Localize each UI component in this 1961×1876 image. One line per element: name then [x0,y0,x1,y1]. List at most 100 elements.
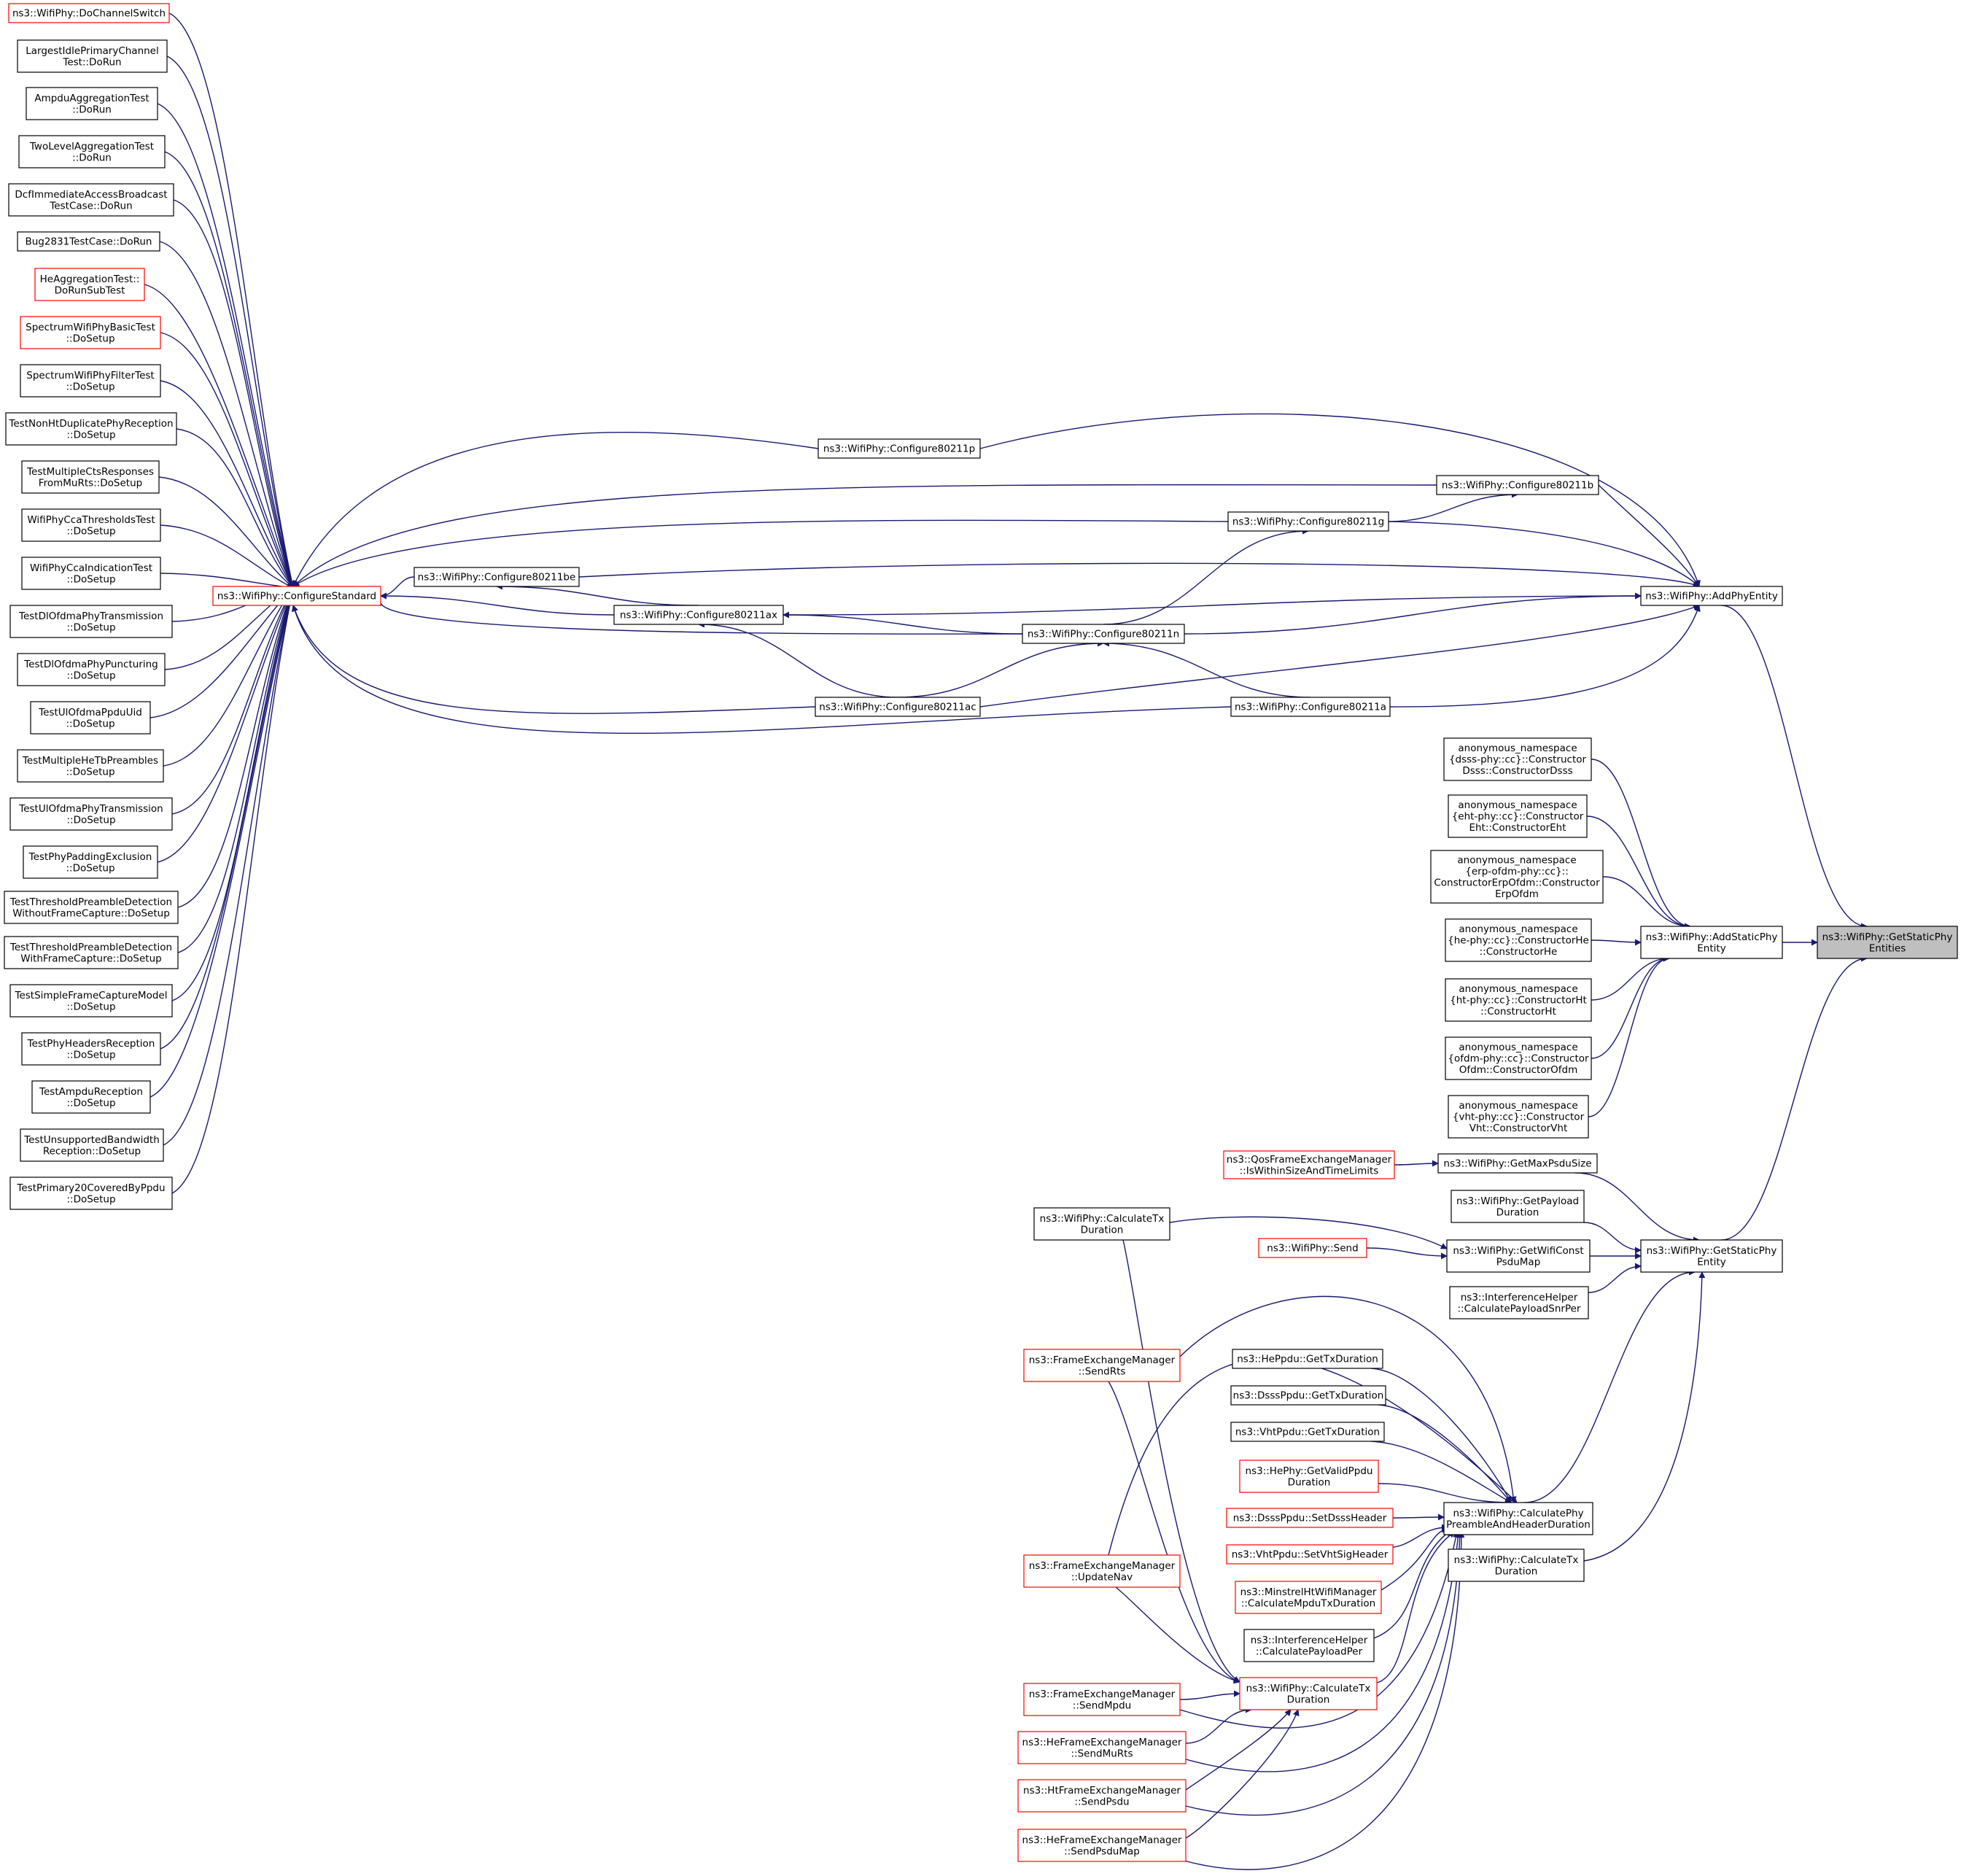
function-node[interactable]: ns3::WifiPhy::Configure80211a [1230,697,1391,717]
node-box [1230,1385,1386,1406]
node-box [9,797,173,831]
function-node[interactable]: ns3::QosFrameExchangeManager::IsWithinSi… [1223,1150,1395,1179]
call-edge [1122,1239,1240,1683]
node-box [20,316,161,349]
function-node[interactable]: ns3::HePpdu::GetTxDuration [1232,1349,1383,1369]
function-node[interactable]: WifiPhyCcaIndicationTest::DoSetup [21,557,161,590]
function-node[interactable]: TestMultipleCtsResponsesFromMuRts::DoSet… [21,460,160,494]
function-node[interactable]: ns3::WifiPhy::AddPhyEntity [1640,586,1783,606]
function-node[interactable]: SpectrumWifiPhyFilterTest::DoSetup [20,364,161,398]
function-node[interactable]: TestMultipleHeTbPreambles::DoSetup [17,749,164,783]
function-node[interactable]: ns3::HeFrameExchangeManager::SendPsduMap [1017,1829,1187,1862]
function-node[interactable]: ns3::HeFrameExchangeManager::SendMuRts [1017,1731,1187,1764]
call-edge [1115,1586,1240,1684]
node-label: TestDlOfdmaPhyPuncturing [23,659,158,670]
function-node[interactable]: TestUlOfdmaPpduUid::DoSetup [30,701,151,734]
call-edge [160,380,294,589]
function-node[interactable]: ns3::WifiPhy::DoChannelSwitch [8,3,170,23]
call-edge [897,640,1104,698]
call-edge [1389,605,1701,708]
function-node[interactable]: ns3::WifiPhy::ConfigureStandard [212,586,381,606]
function-node[interactable]: anonymous_namespace{ht-phy::cc}::Constru… [1445,978,1592,1022]
node-label: Entities [1869,942,1906,954]
function-node[interactable]: ns3::WifiPhy::CalculatePhyPreambleAndHea… [1443,1502,1593,1535]
function-node[interactable]: ns3::WifiPhy::Send [1258,1238,1367,1258]
call-edge [1179,1690,1240,1700]
function-node[interactable]: anonymous_namespace{dsss-phy::cc}::Const… [1443,737,1592,781]
function-node[interactable]: ns3::FrameExchangeManager::SendMpdu [1023,1683,1181,1716]
node-label: ns3::WifiPhy::Configure80211a [1235,702,1386,713]
call-edge [292,519,1229,587]
function-node[interactable]: anonymous_namespace{ofdm-phy::cc}::Const… [1445,1036,1592,1080]
function-node[interactable]: TwoLevelAggregationTest::DoRun [18,135,166,168]
function-node[interactable]: ns3::MinstrelHtWifiManager::CalculateMpd… [1235,1581,1382,1614]
function-node[interactable]: anonymous_namespace{eht-phy::cc}::Constr… [1448,794,1588,838]
function-node[interactable]: TestUlOfdmaPhyTransmission::DoSetup [9,797,173,831]
function-node[interactable]: TestDlOfdmaPhyPuncturing::DoSetup [17,653,166,686]
function-node[interactable]: anonymous_namespace{erp-ofdm-phy::cc}::C… [1430,850,1604,904]
node-label: Vht::ConstructorVht [1469,1123,1567,1134]
function-node[interactable]: ns3::InterferenceHelper::CalculatePayloa… [1449,1286,1589,1319]
function-node[interactable]: ns3::WifiPhy::Configure80211ax [613,605,784,625]
function-node[interactable]: AmpduAggregationTest::DoRun [26,87,158,120]
function-node[interactable]: anonymous_namespace{he-phy::cc}::Constru… [1445,918,1592,962]
node-box [21,460,160,494]
function-node[interactable]: ns3::VhtPpdu::GetTxDuration [1230,1422,1385,1442]
function-node[interactable]: ns3::DsssPpdu::GetTxDuration [1230,1385,1386,1406]
function-node[interactable]: TestPhyPaddingExclusion::DoSetup [23,845,158,879]
function-node[interactable]: ns3::VhtPpdu::SetVhtSigHeader [1226,1544,1394,1565]
call-edge [1385,1524,1448,1549]
node-label: ::DoSetup [66,525,115,537]
function-node[interactable]: SpectrumWifiPhyBasicTest::DoSetup [20,316,161,349]
function-node[interactable]: HeAggregationTest::DoRunSubTest [34,268,145,301]
function-node[interactable]: ns3::InterferenceHelper::CalculatePayloa… [1243,1629,1375,1662]
function-node[interactable]: ns3::FrameExchangeManager::SendRts [1023,1349,1181,1382]
function-node[interactable]: TestUnsupportedBandwidthReception::DoSet… [20,1128,164,1162]
function-node[interactable]: ns3::DsssPpdu::SetDsssHeader [1226,1508,1394,1528]
function-node[interactable]: TestSimpleFrameCaptureModel::DoSetup [9,984,173,1018]
node-box [1230,697,1391,717]
function-node[interactable]: ns3::WifiPhy::Configure80211ac [815,697,981,717]
function-node[interactable]: Bug2831TestCase::DoRun [17,231,160,252]
function-node[interactable]: TestThresholdPreambleDetectionWithoutFra… [4,891,179,924]
node-box [1023,1683,1181,1716]
function-node[interactable]: ns3::WifiPhy::Configure80211g [1227,511,1389,532]
function-node[interactable]: ns3::FrameExchangeManager::UpdateNav [1023,1554,1181,1588]
node-label: TestPrimary20CoveredByPpdu [16,1182,165,1194]
function-node[interactable]: WifiPhyCcaThresholdsTest::DoSetup [21,508,161,542]
function-node[interactable]: ns3::WifiPhy::Configure80211b [1436,475,1599,495]
node-label: ns3::MinstrelHtWifiManager [1240,1586,1377,1598]
node-label: Duration [1495,1565,1538,1577]
call-edge [1108,1358,1518,1556]
node-label: Duration [1496,1206,1539,1218]
node-box [818,438,981,459]
call-edge [1588,1263,1642,1293]
function-node[interactable]: TestPhyHeadersReception::DoSetup [21,1032,161,1066]
node-label: ns3::WifiPhy::CalculateTx [1040,1213,1165,1225]
function-node[interactable]: TestPrimary20CoveredByPpdu::DoSetup [9,1177,173,1210]
function-node[interactable]: TestNonHtDuplicatePhyReception::DoSetup [5,412,177,446]
function-node[interactable]: ns3::WifiPhy::Configure80211be [413,567,580,587]
function-node[interactable]: TestDlOfdmaPhyTransmission::DoSetup [9,605,173,638]
function-node[interactable]: DcfImmediateAccessBroadcastTestCase::DoR… [8,183,174,217]
node-label: anonymous_namespace [1458,743,1577,754]
function-node[interactable]: ns3::WifiPhy::Configure80211n [1022,624,1185,644]
function-node[interactable]: ns3::HtFrameExchangeManager::SendPsdu [1017,1779,1187,1813]
node-box [1239,1460,1379,1493]
node-label: {dsss-phy::cc}::Constructor [1449,754,1587,766]
function-node[interactable]: TestAmpduReception::DoSetup [31,1080,151,1114]
function-node[interactable]: ns3::WifiPhy::GetMaxPsduSize [1437,1153,1598,1174]
function-node[interactable]: TestThresholdPreambleDetectionWithFrameC… [4,936,179,969]
function-node[interactable]: ns3::WifiPhy::Configure80211p [818,438,981,459]
function-node[interactable]: anonymous_namespace{vht-phy::cc}::Constr… [1448,1095,1589,1139]
call-edge [1388,521,1700,587]
